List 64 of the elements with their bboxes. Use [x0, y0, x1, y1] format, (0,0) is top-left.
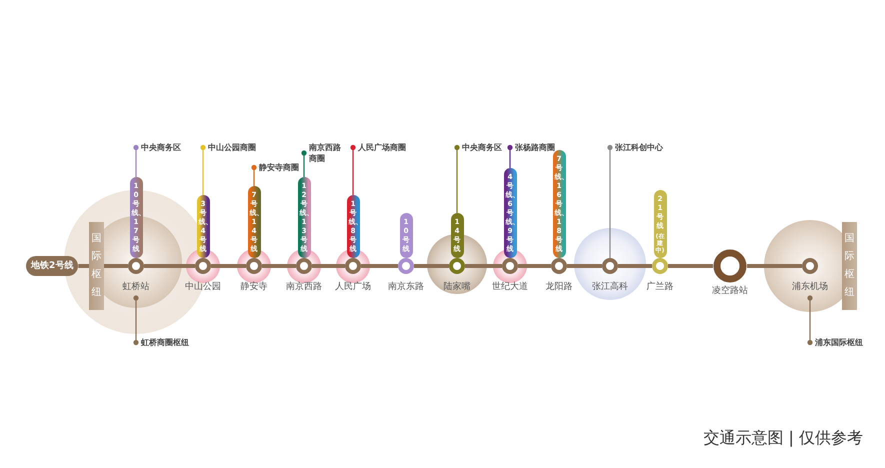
- metro-line: [78, 264, 89, 268]
- station-ring: [128, 258, 144, 274]
- station-ring-large: [713, 249, 747, 283]
- station-name: 浦东机场: [792, 280, 828, 293]
- hub-band: 国际枢纽: [842, 222, 857, 310]
- metro-line: [518, 264, 551, 268]
- metro-line: [144, 264, 195, 268]
- station-ring: [652, 258, 668, 274]
- station-name: 龙阳路: [546, 280, 572, 293]
- station-ring: [398, 258, 414, 274]
- callout-label: 虹桥商圈枢纽: [133, 337, 189, 348]
- station-ring: [602, 258, 618, 274]
- station-name: 南京西路: [286, 280, 322, 293]
- station-ring: [345, 258, 361, 274]
- callout-label: 张杨路商圈: [507, 142, 555, 153]
- station-name: 世纪大道: [492, 280, 528, 293]
- metro-line: [668, 264, 713, 268]
- metro-line: [414, 264, 449, 268]
- metro-line: [262, 264, 296, 268]
- station-name: 凌空路站: [712, 284, 748, 297]
- station-name: 虹桥站: [122, 280, 150, 293]
- station-ring: [296, 258, 312, 274]
- metro-line: [567, 264, 602, 268]
- leader-line: [301, 150, 307, 177]
- metro-line: [211, 264, 246, 268]
- callout-label: 静安寺商圈: [251, 162, 299, 173]
- station-ring: [449, 258, 465, 274]
- callout-label: 中央商务区: [133, 142, 181, 153]
- callout-label: 中央商务区: [454, 142, 502, 153]
- leader-line: [454, 144, 460, 213]
- leader-line: [607, 144, 613, 258]
- callout-label: 张江科创中心: [607, 142, 663, 153]
- station-name: 张江高科: [592, 280, 628, 293]
- station-name: 广兰路: [646, 280, 674, 293]
- station-ring: [195, 258, 211, 274]
- metro-line: [104, 264, 128, 268]
- callout-label: 浦东国际枢纽: [807, 337, 863, 348]
- metro-line: [312, 264, 345, 268]
- callout-label: 南京西路商圈: [301, 142, 343, 164]
- station-name: 南京东路: [388, 280, 424, 293]
- caption: 交通示意图 | 仅供参考: [703, 428, 863, 449]
- station-ring: [246, 258, 262, 274]
- metro-line: [465, 264, 502, 268]
- leader-line: [807, 295, 813, 346]
- station-name: 陆家嘴: [444, 280, 470, 293]
- metro-line: [618, 264, 652, 268]
- station-ring: [802, 258, 818, 274]
- station-ring: [502, 258, 518, 274]
- callout-label: 人民广场商圈: [350, 142, 406, 153]
- hub-band: 国际枢纽: [89, 222, 104, 310]
- station-ring: [551, 258, 567, 274]
- station-name: 中山公园: [185, 280, 221, 293]
- metro-line: [361, 264, 398, 268]
- station-name: 静安寺: [240, 280, 268, 293]
- leader-line: [200, 144, 206, 195]
- leader-line: [133, 144, 139, 177]
- leader-line: [251, 164, 257, 186]
- leader-line: [507, 144, 513, 168]
- callout-label: 中山公园商圈: [200, 142, 256, 153]
- leader-line: [133, 295, 139, 346]
- line-pill: 地铁2号线: [26, 256, 78, 276]
- leader-line: [350, 144, 356, 195]
- metro-line: [747, 264, 802, 268]
- station-name: 人民广场: [335, 280, 371, 293]
